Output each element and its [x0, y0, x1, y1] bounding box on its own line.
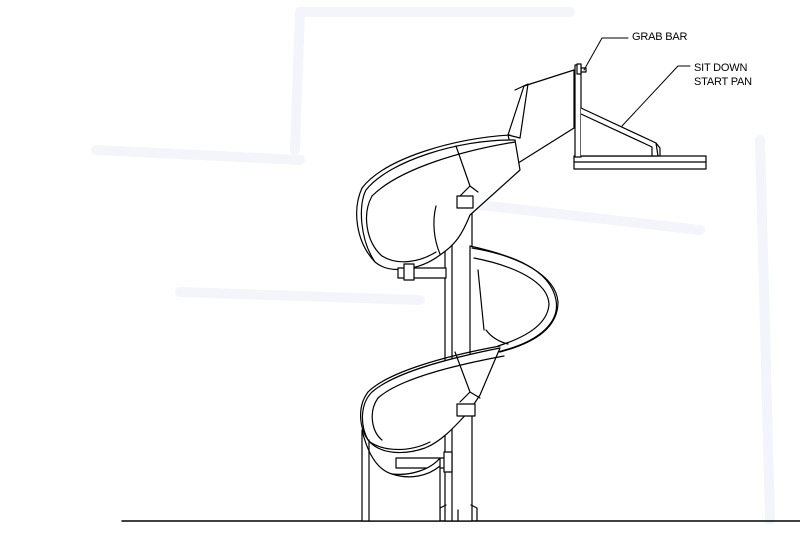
grab-bar-leader	[583, 37, 629, 71]
start-pan-label-line2: START PAN	[694, 76, 752, 88]
start-pan-leader	[621, 65, 691, 127]
entry-chute	[507, 69, 575, 166]
grab-bar	[576, 63, 587, 75]
exit-section	[361, 429, 441, 522]
middle-spiral-turn	[469, 245, 559, 361]
callout-leaders	[583, 37, 691, 127]
sit-down-start-pan	[580, 107, 661, 157]
lower-spiral-turn	[360, 345, 505, 454]
start-pan-label-line1: SIT DOWN	[694, 62, 748, 74]
background-smudges	[91, 7, 775, 525]
grab-bar-label: GRAB BAR	[632, 31, 688, 43]
upper-support-bracket	[397, 195, 474, 281]
deck-platform	[573, 64, 707, 170]
upper-spiral-turn	[356, 134, 521, 270]
lower-support-brackets	[395, 403, 476, 473]
